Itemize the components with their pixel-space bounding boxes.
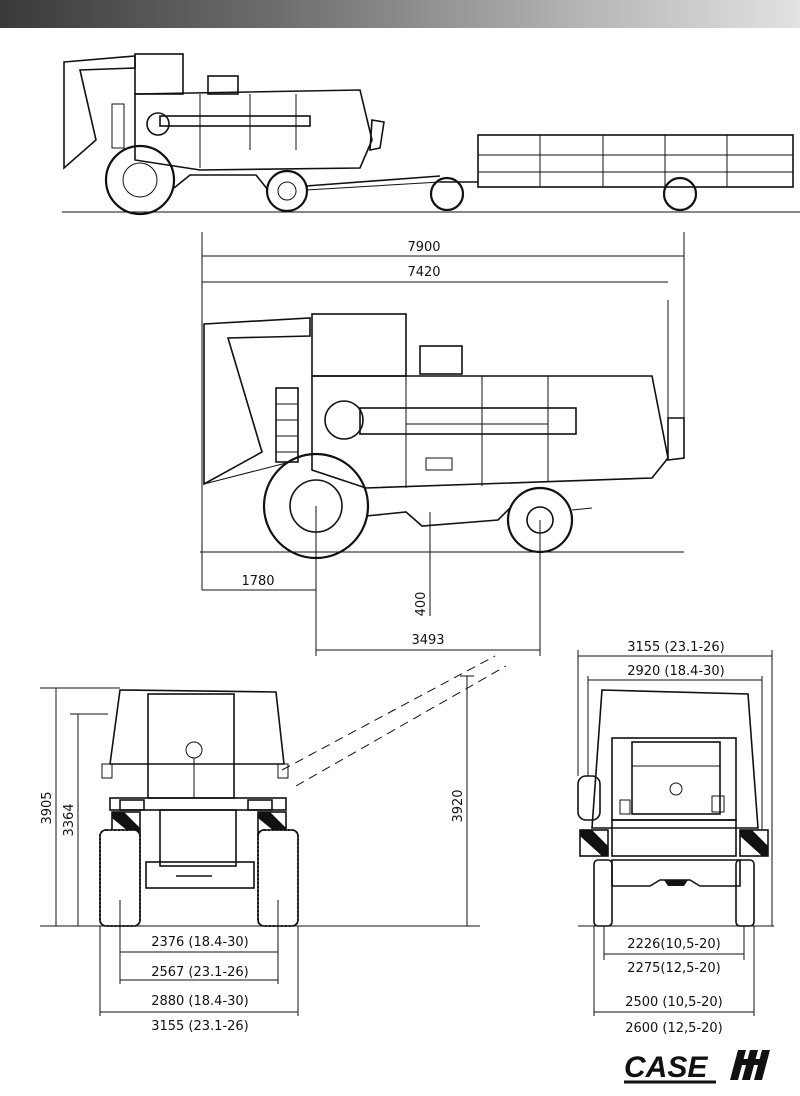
front-track-1-label: 2376 (18.4-30)	[151, 935, 249, 950]
header-gradient-bar	[0, 0, 800, 28]
rear-width-1-label: 2500 (10,5-20)	[625, 995, 723, 1010]
wheelbase-label: 3493	[411, 633, 444, 648]
unloader-height-label: 3920	[451, 789, 466, 822]
rear-track-1-label: 2226(10,5-20)	[627, 937, 720, 952]
ih-logo-mark	[730, 1050, 770, 1080]
rear-track-2-label: 2275(12,5-20)	[627, 961, 720, 976]
side-view-drawing	[200, 232, 685, 656]
rear-width-2-label: 2600 (12,5-20)	[625, 1021, 723, 1036]
combine-with-trailer-illustration	[62, 53, 800, 216]
front-width-1-label: 2880 (18.4-30)	[151, 994, 249, 1009]
unloader-height-dimension	[300, 675, 480, 927]
front-width-2-label: 3155 (23.1-26)	[151, 1019, 249, 1034]
rear-width-top-1-label: 3155 (23.1-26)	[627, 640, 725, 655]
front-view-drawing	[40, 655, 507, 1016]
case-logo-text: CASE	[624, 1051, 708, 1084]
cab-height-label: 3364	[62, 803, 77, 836]
ground-clearance-label: 400	[414, 592, 429, 617]
overall-height-label: 3905	[40, 791, 55, 824]
case-ih-logo: CASE	[624, 1050, 770, 1084]
rear-width-top-2-label: 2920 (18.4-30)	[627, 664, 725, 679]
body-length-label: 7420	[407, 265, 440, 280]
rear-view-drawing	[577, 650, 774, 1016]
front-track-2-label: 2567 (23.1-26)	[151, 965, 249, 980]
front-overhang-label: 1780	[241, 574, 274, 589]
overall-length-label: 7900	[407, 240, 440, 255]
